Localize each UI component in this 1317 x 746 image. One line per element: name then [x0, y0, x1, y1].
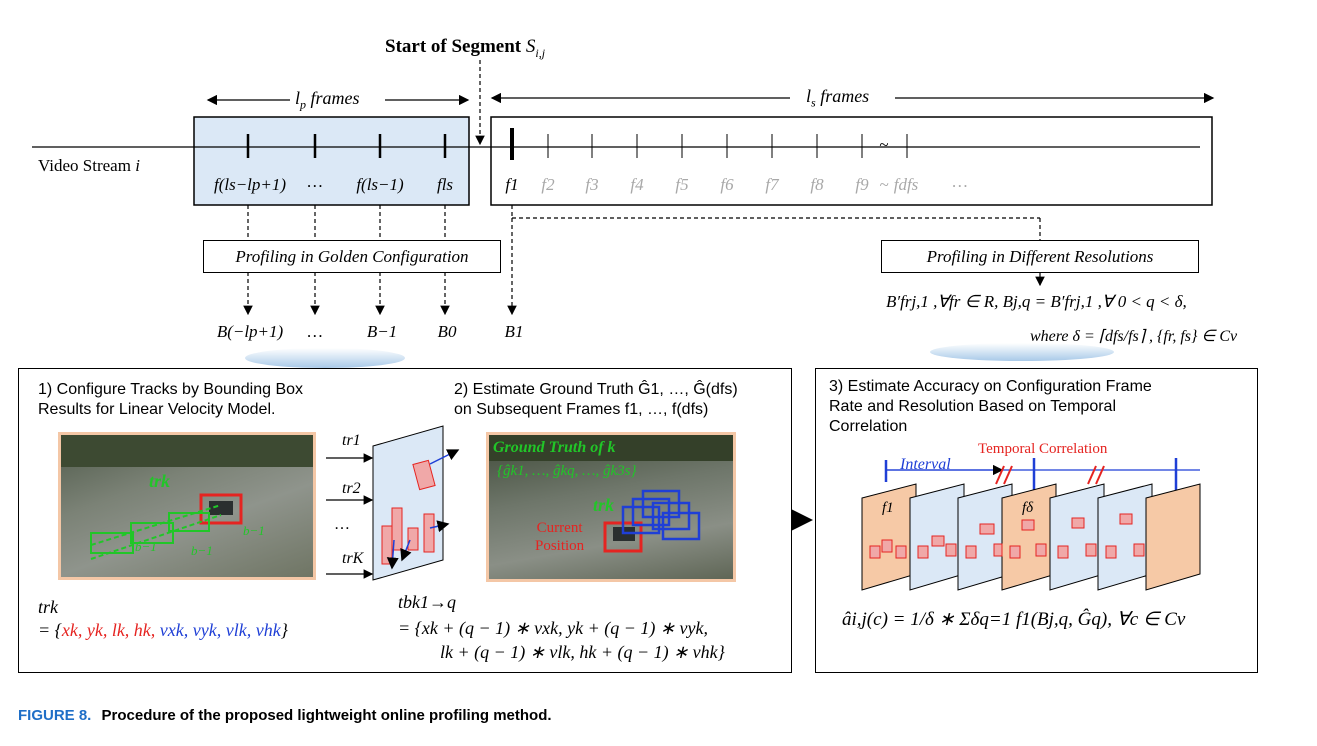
ground-truth-set: {ĝk1, …, ĝkq, …, ĝk3s} — [497, 463, 637, 479]
bbox-label: B(−lp+1) — [216, 322, 284, 341]
parking-lot-image-1: trk b−1 b−1 b−1 — [58, 432, 316, 580]
step1-formula: = {xk, yk, lk, hk, vxk, vyk, vlk, vhk} — [38, 620, 288, 640]
step3-formula: âi,j(c) = 1/δ ∗ Σδq=1 f1(Bj,q, Ĝq), ∀c ∈… — [842, 609, 1186, 630]
frame-label-left: f(ls−1) — [356, 175, 404, 194]
frame-first-label: f1 — [882, 500, 894, 516]
resolution-formula-line2: where δ = ⌈dfs/fs⌉ , {fr, fs} ∈ Cv — [1030, 328, 1238, 345]
photo-track-label: trk — [593, 495, 615, 515]
ground-truth-label: Ground Truth of k — [493, 439, 616, 456]
frame-label-right: f5 — [675, 175, 689, 194]
frame-delta-label: fδ — [1022, 500, 1034, 516]
frame-label-right: fdfs — [893, 175, 919, 194]
break-symbol: ~ — [879, 135, 889, 154]
box-label: b−1 — [243, 523, 265, 538]
frame-label-right: f6 — [720, 175, 734, 194]
bbox-label: B−1 — [366, 322, 398, 341]
box-label: b−1 — [135, 539, 157, 554]
track-label: tr2 — [342, 480, 361, 497]
lp-window-box — [193, 116, 470, 206]
ls-window-box — [490, 116, 1213, 206]
frame-label-right: f2 — [541, 175, 555, 194]
frame-label-right: f8 — [810, 175, 824, 194]
figure-caption: FIGURE 8. Procedure of the proposed ligh… — [18, 707, 552, 724]
temporal-correlation-label: Temporal Correlation — [978, 441, 1108, 457]
video-stream-label: Video Stream i — [38, 156, 140, 175]
box-label: b−1 — [191, 543, 213, 558]
step1-formula-head: trk — [38, 597, 58, 617]
track-label: … — [334, 516, 350, 533]
ls-frames-label: ls frames — [806, 86, 870, 110]
frame-label-right: f1 — [505, 175, 519, 194]
segment-start-title: Start of Segment Si,j — [385, 36, 546, 60]
golden-profiling-box: Profiling in Golden Configuration — [203, 240, 501, 273]
frame-label-left: f(ls−lp+1) — [213, 175, 287, 194]
frame-label-left: … — [307, 172, 323, 191]
frame-label-right: f4 — [630, 175, 644, 194]
current-position-label: Current Position — [535, 520, 585, 554]
track-label: trK — [342, 550, 364, 567]
frame-label-right: … — [952, 172, 968, 191]
step2-title: 2) Estimate Ground Truth Ĝ1, …, Ĝ(dfs) o… — [454, 381, 738, 418]
frame-stack — [861, 483, 1201, 591]
interval-label: Interval — [900, 456, 951, 473]
bbox-label: B1 — [504, 322, 524, 341]
frame-label-right: f9 — [855, 175, 869, 194]
frame-label-right: f7 — [765, 175, 779, 194]
photo-track-label: trk — [149, 471, 171, 491]
lp-frames-label: lp frames — [295, 88, 360, 112]
step2-formula-line2: lk + (q − 1) ∗ vlk, hk + (q − 1) ∗ vhk} — [440, 642, 725, 662]
step3-title: 3) Estimate Accuracy on Configuration Fr… — [829, 378, 1152, 435]
track-label: tr1 — [342, 432, 361, 449]
parking-lot-image-2: Ground Truth of k {ĝk1, …, ĝkq, …, ĝk3s}… — [486, 432, 736, 582]
step1-title: 1) Configure Tracks by Bounding Box Resu… — [38, 381, 304, 418]
frame-label-right: ~ — [879, 175, 889, 194]
frame-label-right: f3 — [585, 175, 599, 194]
bbox-label: … — [307, 322, 323, 341]
bbox-label: B0 — [437, 322, 457, 341]
resolution-profiling-box: Profiling in Different Resolutions — [881, 240, 1199, 273]
frame-label-left: fls — [436, 175, 454, 194]
resolution-formula-line1: B′frj,1 ,∀fr ∈ R, Bj,q = B′frj,1 ,∀ 0 < … — [886, 292, 1187, 311]
step2-formula-head: tbk1→q — [398, 592, 456, 612]
step2-formula-line1: = {xk + (q − 1) ∗ vxk, yk + (q − 1) ∗ vy… — [398, 618, 708, 638]
